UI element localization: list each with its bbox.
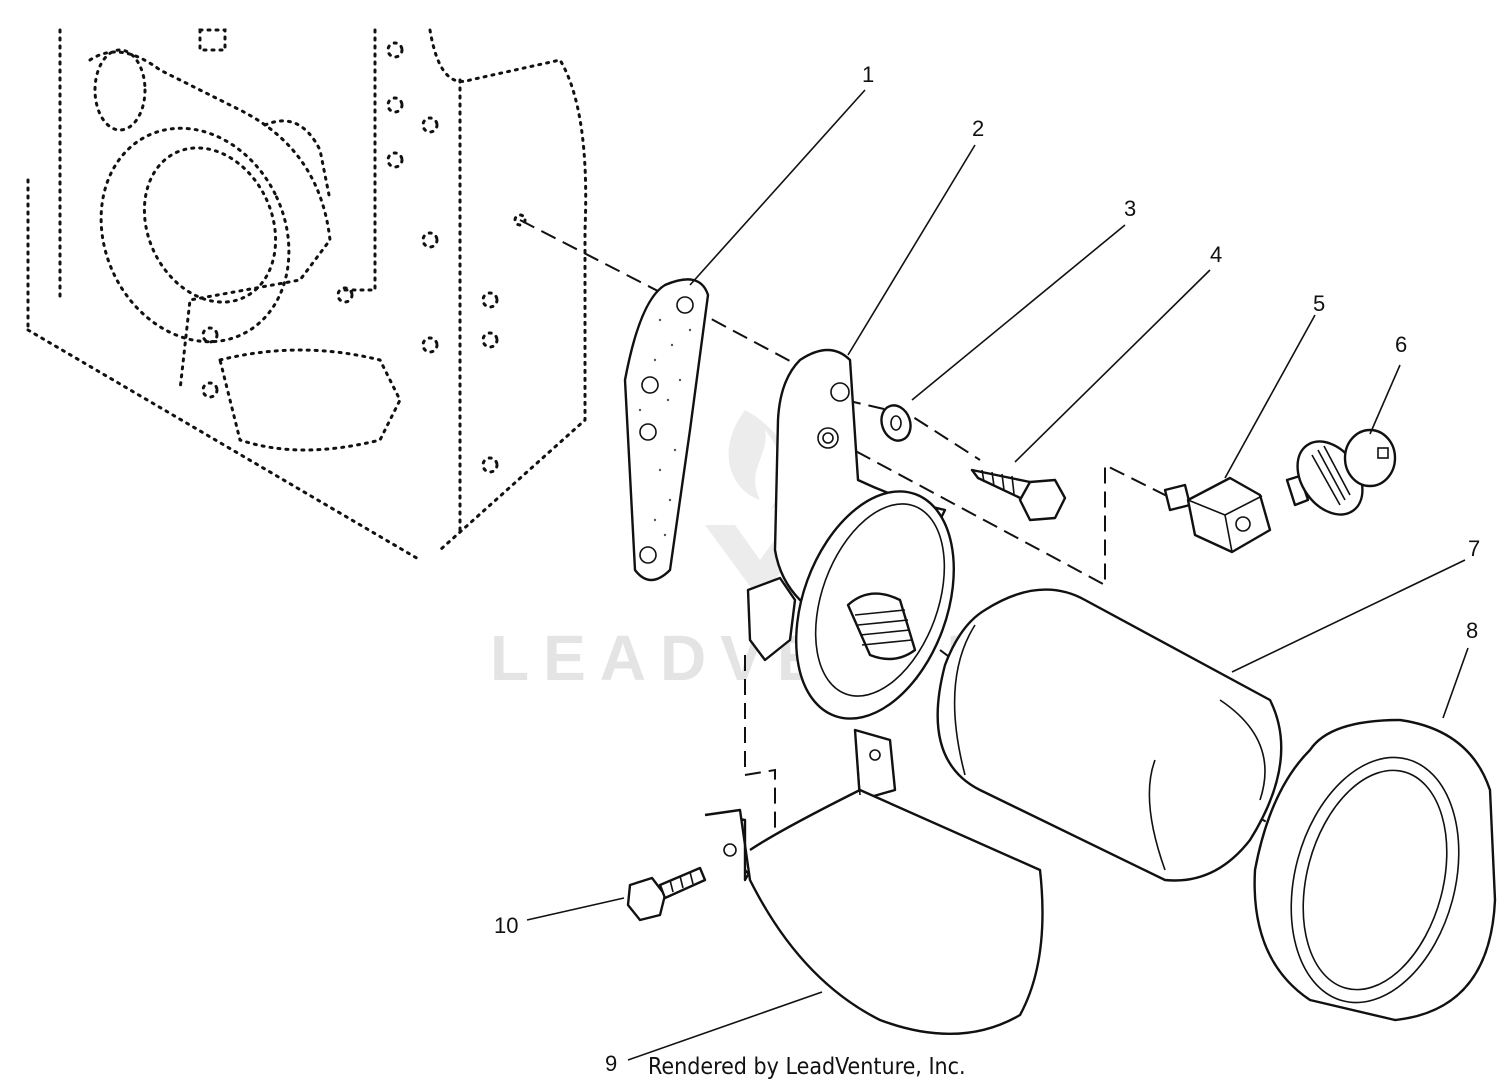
part-washer — [880, 404, 912, 442]
callout-8: 8 — [1466, 618, 1478, 643]
callout-9: 9 — [605, 1051, 617, 1076]
part-sensor-block — [1163, 476, 1272, 554]
engine-block — [26, 28, 588, 562]
part-cap-screw — [970, 468, 1067, 522]
part-pressure-switch — [1285, 428, 1397, 516]
callout-1: 1 — [862, 62, 874, 87]
callout-10: 10 — [494, 913, 518, 938]
part-gasket — [623, 278, 710, 582]
part-seal-ring — [1253, 718, 1497, 1022]
leader-lines — [526, 89, 1469, 1061]
part-guard — [704, 728, 1044, 1036]
render-credit: Rendered by LeadVenture, Inc. — [648, 1054, 966, 1080]
callout-labels: 1 2 3 4 5 6 7 8 9 10 — [494, 62, 1480, 1076]
callout-3: 3 — [1124, 196, 1136, 221]
part-filter-head — [746, 348, 955, 720]
callout-5: 5 — [1313, 291, 1325, 316]
part-oil-filter — [936, 588, 1283, 882]
callout-7: 7 — [1468, 536, 1480, 561]
callout-4: 4 — [1210, 242, 1222, 267]
part-bolt — [626, 866, 707, 922]
callout-6: 6 — [1395, 332, 1407, 357]
callout-2: 2 — [972, 116, 984, 141]
